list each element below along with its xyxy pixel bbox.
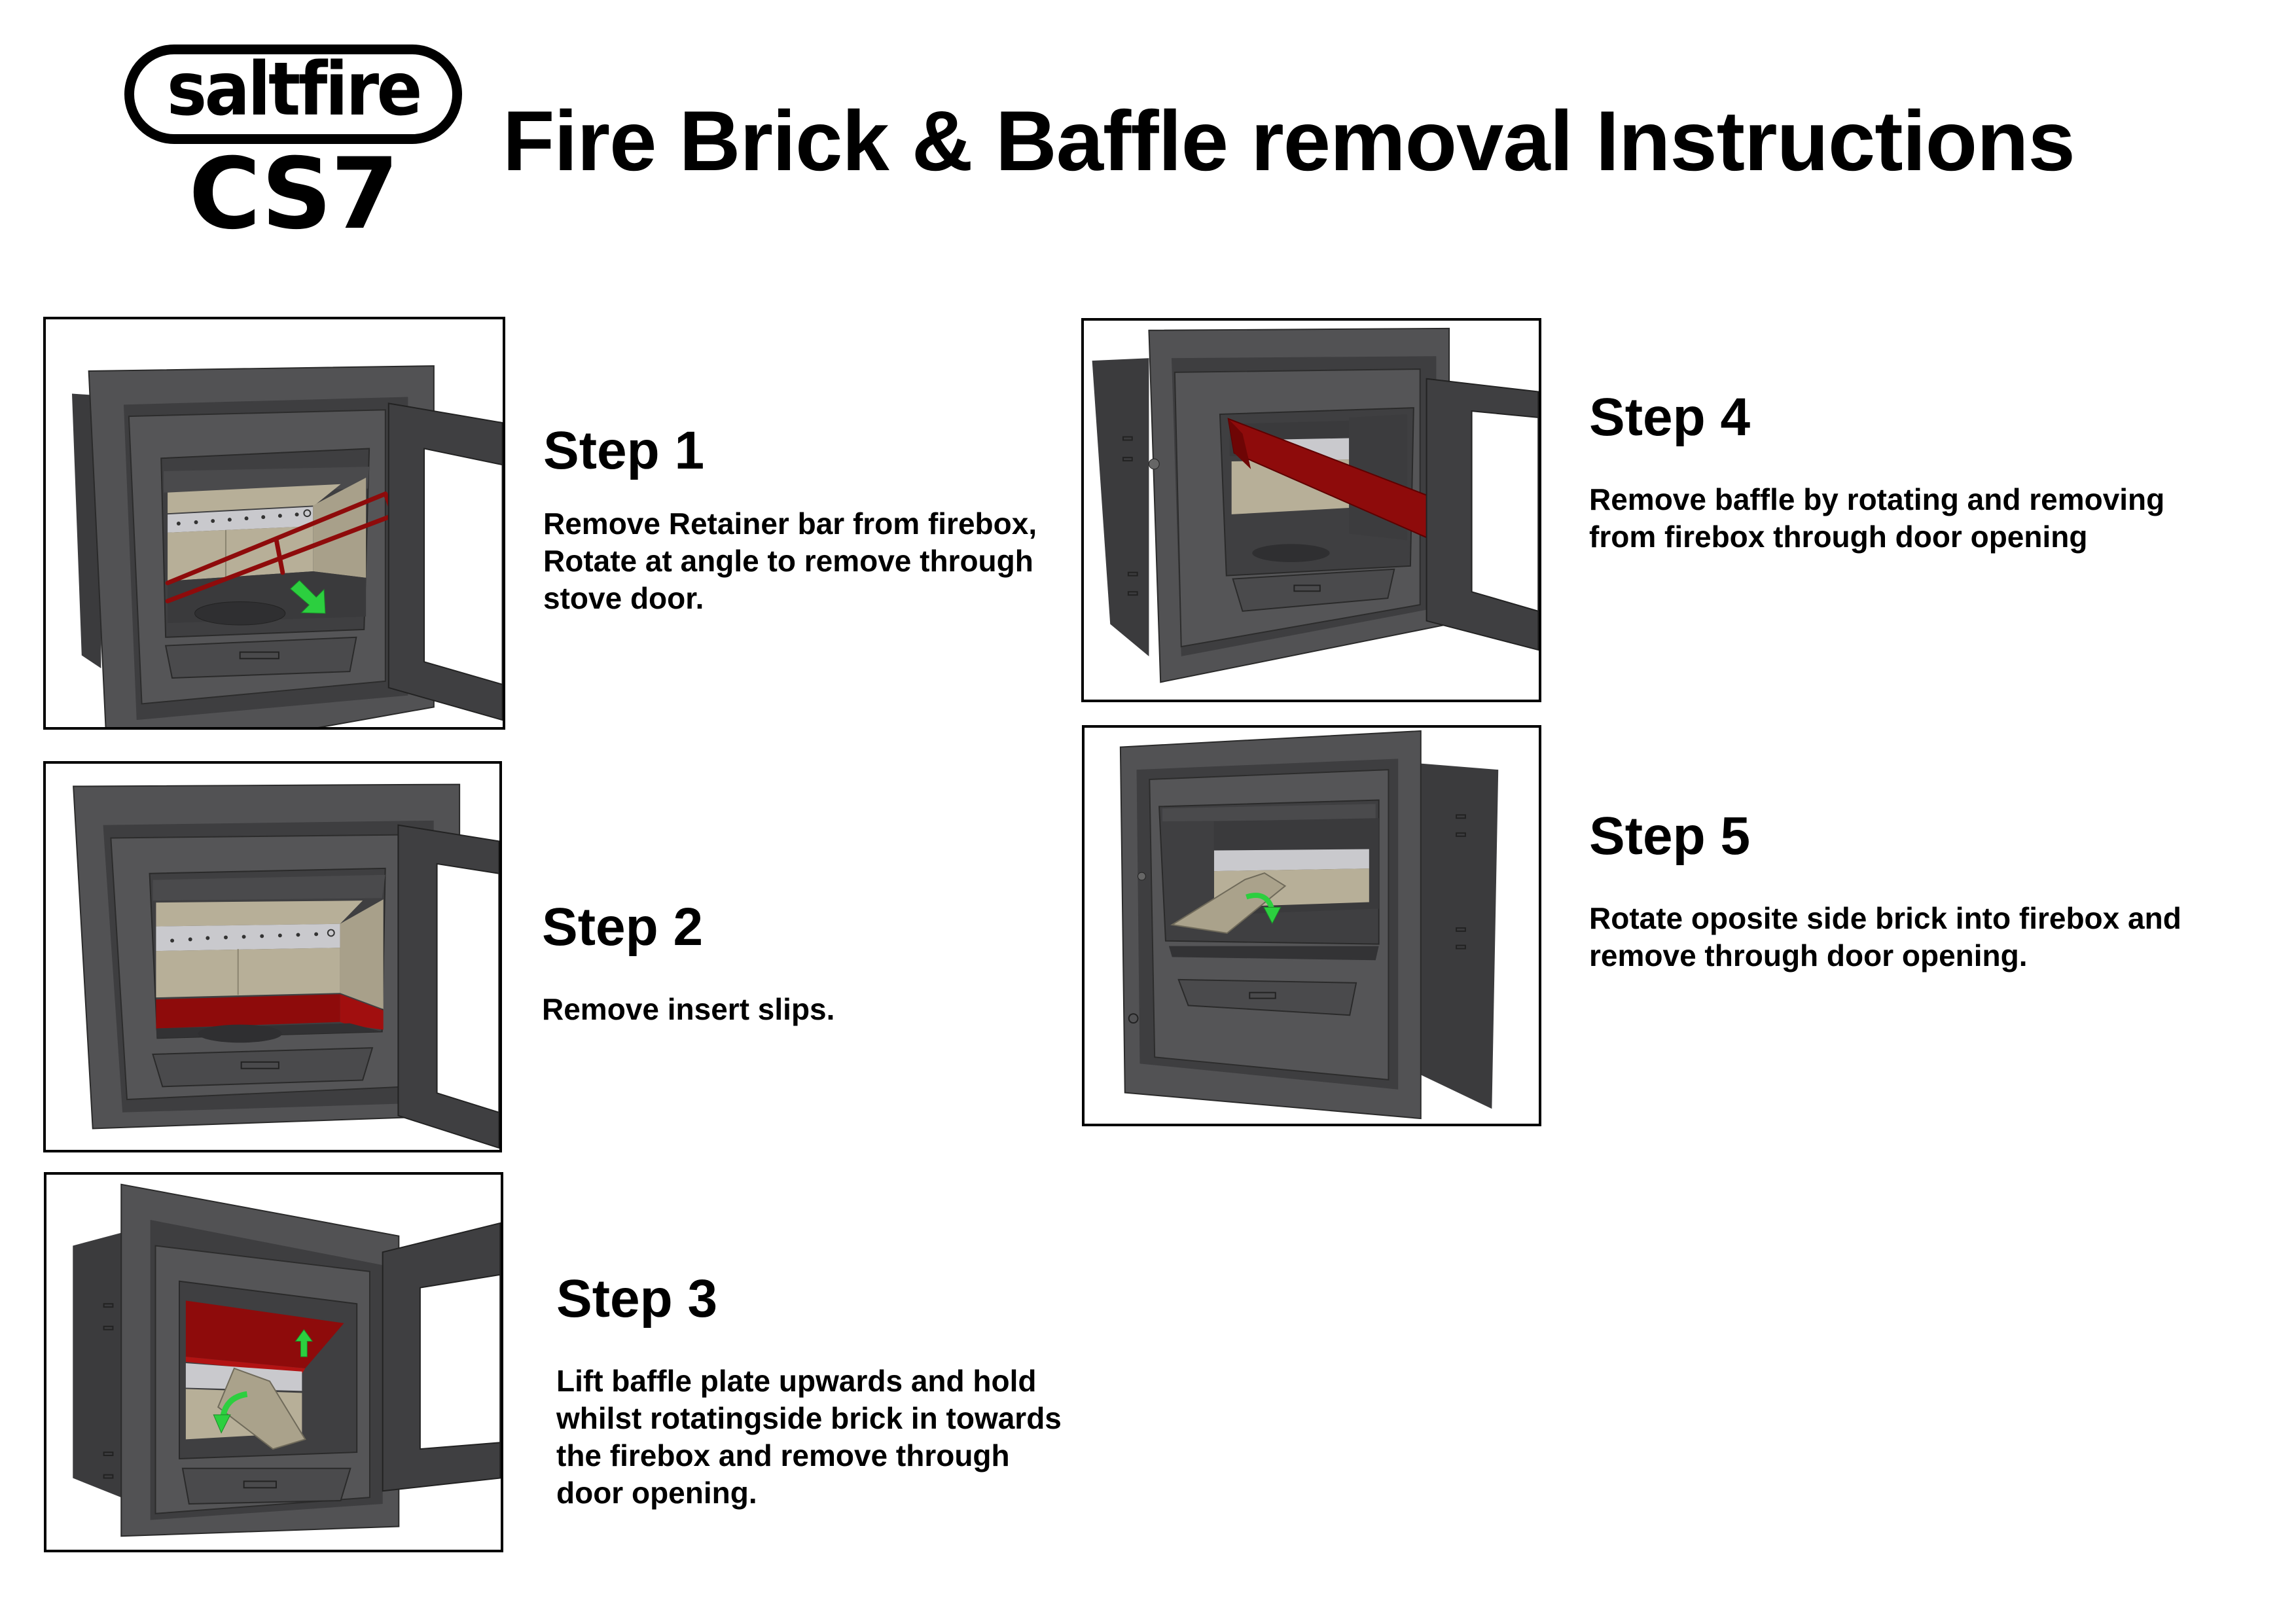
- door-hinge-pin: [1148, 458, 1160, 470]
- door-glass: [1471, 410, 1539, 613]
- stove-diagram: [73, 783, 499, 1149]
- step-4-line: from firebox through door opening: [1589, 520, 2088, 554]
- fire-brick-side: [313, 477, 367, 578]
- step-4-heading: Step 4: [1589, 387, 1751, 447]
- side-vents: [1456, 814, 1466, 950]
- ash-pan-handle: [239, 651, 279, 660]
- step-3-line: the firebox and remove through: [556, 1438, 1010, 1472]
- stove-diagram: [1119, 730, 1499, 1120]
- stove-diagram: [73, 1183, 501, 1537]
- door-hinge-pin: [1138, 872, 1146, 881]
- step-1-instructions: Remove Retainer bar from firebox, Rotate…: [543, 505, 1037, 617]
- firebox-top-lip: [152, 874, 386, 901]
- ash-pan: [164, 636, 357, 679]
- step-3-instructions: Lift baffle plate upwards and hold whils…: [556, 1363, 1062, 1512]
- stove-diagram: [71, 365, 503, 727]
- stove-diagram: [1092, 327, 1539, 683]
- arrow-up-icon: [295, 1329, 314, 1357]
- step-5-line: Rotate oposite side brick into firebox a…: [1589, 901, 2181, 935]
- side-brick-rotating: [217, 1367, 306, 1450]
- steel-plate-holes: [176, 509, 312, 526]
- grate: [194, 601, 286, 626]
- step-1-line: Rotate at angle to remove through: [543, 544, 1033, 578]
- firebox-top-lip: [1162, 804, 1376, 822]
- arrow-head-icon: [1263, 906, 1282, 925]
- door-glass: [419, 1274, 501, 1450]
- model-name: CS7: [188, 137, 399, 251]
- step-2-illustration: [43, 761, 502, 1152]
- ash-pan: [181, 1467, 351, 1505]
- baffle-edge: [185, 1357, 306, 1374]
- fire-brick-upper: [168, 484, 341, 514]
- step-3-line: door opening.: [556, 1476, 757, 1510]
- ash-pan-handle: [240, 1061, 279, 1069]
- side-vents: [1122, 436, 1138, 596]
- insert-slip-front: [156, 994, 340, 1029]
- baffle-end: [1228, 418, 1251, 469]
- stove-side-panel: [73, 1232, 122, 1498]
- brand-name: saltfire: [166, 47, 423, 132]
- curved-arrow-icon: [1246, 893, 1275, 911]
- step-3-heading: Step 3: [556, 1269, 718, 1329]
- step-3-illustration: [44, 1172, 503, 1552]
- arrow-head-icon: [213, 1414, 231, 1434]
- door-latch: [1128, 1013, 1139, 1024]
- side-brick-rotating: [1170, 872, 1287, 934]
- fire-brick-side: [340, 899, 384, 1009]
- step-2-heading: Step 2: [542, 897, 704, 957]
- steel-plate: [168, 507, 314, 533]
- grate: [1252, 544, 1330, 562]
- brand-logo: saltfire: [124, 45, 462, 144]
- step-5-instructions: Rotate oposite side brick into firebox a…: [1589, 900, 2181, 974]
- grate: [198, 1024, 282, 1043]
- fire-brick-back: [156, 948, 340, 998]
- steel-plate-holes: [170, 929, 335, 943]
- door-glass: [423, 448, 503, 686]
- ash-pan: [1232, 568, 1395, 612]
- step-3-line: whilst rotatingside brick in towards: [556, 1401, 1062, 1435]
- steel-plate: [156, 923, 340, 952]
- step-5-line: remove through door opening.: [1589, 938, 2028, 972]
- step-5-illustration: [1082, 725, 1541, 1126]
- insert-slip-side: [340, 994, 384, 1030]
- ash-pan-handle: [243, 1480, 277, 1489]
- step-2-line: Remove insert slips.: [542, 992, 835, 1026]
- step-1-illustration: [43, 317, 505, 730]
- step-4-line: Remove baffle by rotating and removing: [1589, 482, 2165, 516]
- step-4-instructions: Remove baffle by rotating and removing f…: [1589, 481, 2164, 556]
- step-1-line: stove door.: [543, 581, 704, 615]
- page-title: Fire Brick & Baffle removal Instructions: [503, 93, 2075, 188]
- arrow-down-right-icon: [289, 580, 326, 614]
- step-4-illustration: [1081, 318, 1541, 702]
- ash-pan: [1177, 978, 1357, 1016]
- step-5-heading: Step 5: [1589, 806, 1751, 866]
- stove-side-panel: [1092, 358, 1149, 656]
- ash-pan-handle: [1293, 584, 1321, 592]
- fire-brick-upper: [156, 901, 363, 927]
- firebox-floor: [1168, 946, 1379, 961]
- step-1-heading: Step 1: [543, 421, 705, 480]
- steel-plate: [1213, 849, 1369, 872]
- door-glass: [436, 863, 499, 1114]
- retainer-bar: [165, 491, 397, 603]
- ash-pan-handle: [1249, 991, 1276, 999]
- ash-pan: [152, 1047, 374, 1088]
- step-2-instructions: Remove insert slips.: [542, 991, 834, 1028]
- step-1-line: Remove Retainer bar from firebox,: [543, 507, 1037, 541]
- step-3-line: Lift baffle plate upwards and hold: [556, 1364, 1037, 1398]
- stove-side-panel: [1417, 763, 1499, 1109]
- side-vents: [103, 1303, 114, 1479]
